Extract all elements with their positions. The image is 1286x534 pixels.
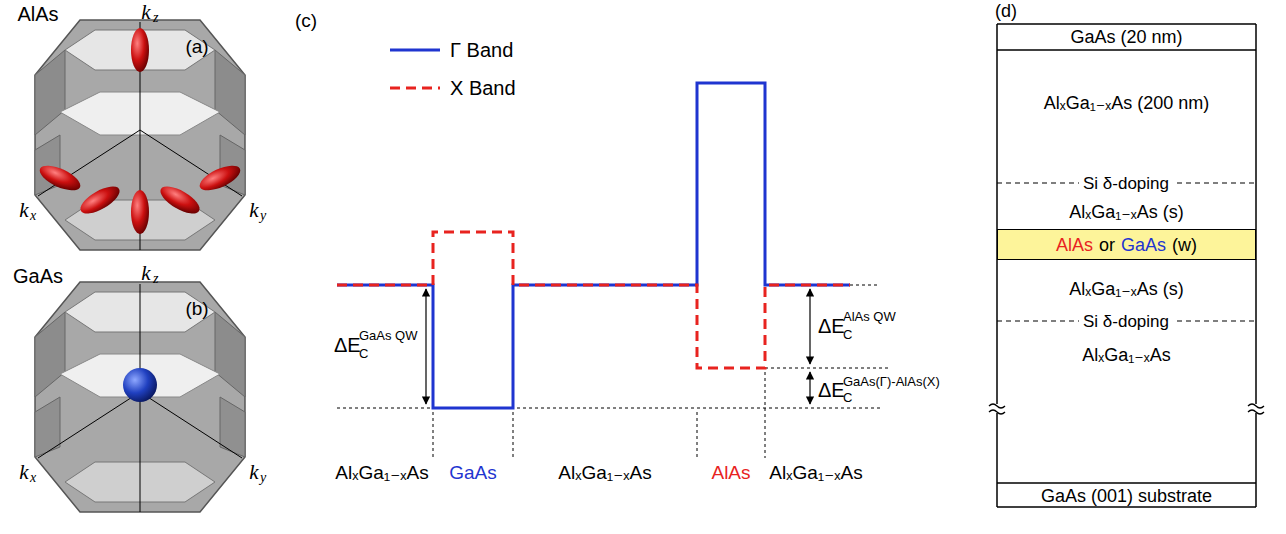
offset-symbol: ΔE [818, 380, 845, 400]
axis-symbol: k [249, 462, 258, 483]
layer-name: AlₓGa₁₋ₓAs (200 nm) [1044, 94, 1209, 112]
cap-layer: GaAs (20 nm) [997, 24, 1256, 50]
spacer-layer: AlₓGa₁₋ₓAs (s) [997, 195, 1256, 229]
layer-name: GaAs (001) substrate [1041, 487, 1212, 505]
axis-symbol: k [249, 200, 258, 221]
layer-name: AlₓGa₁₋ₓAs (s) [1069, 280, 1183, 298]
offset-subscript: C [843, 328, 852, 341]
barrier-layer: AlₓGa₁₋ₓAs (200 nm) [997, 85, 1256, 120]
offset-superscript: GaAs QW [359, 329, 418, 342]
material-name: GaAs [13, 266, 63, 286]
layer-name: GaAs [1121, 236, 1166, 254]
barrier-layer: AlₓGa₁₋ₓAs [997, 338, 1256, 372]
panel-letter: (a) [185, 37, 208, 56]
layer-name: AlₓGa₁₋ₓAs (s) [1069, 203, 1183, 221]
axis-symbol: k [19, 200, 28, 221]
well-layer: AlAsor GaAs (w) [997, 229, 1256, 260]
offset-subscript: C [359, 347, 368, 360]
material-name: AlAs [17, 4, 58, 24]
layer-label: AlₓGa₁₋ₓAs [558, 463, 651, 482]
offset-superscript: GaAs(Γ)-AlAs(X) [843, 375, 940, 388]
substrate-layer: GaAs (001) substrate [997, 484, 1256, 507]
layer-name: GaAs (20 nm) [1070, 28, 1182, 46]
offset-superscript: AlAs QW [843, 310, 896, 323]
panel-letter: (c) [295, 11, 317, 30]
offset-subscript: C [843, 391, 852, 404]
panel-letter: (b) [185, 299, 208, 318]
axis-symbol: k [141, 2, 150, 23]
axis-subscript: y [260, 209, 266, 223]
layer-label: GaAs [449, 463, 497, 482]
axis-subscript: x [30, 471, 36, 485]
offset-symbol: ΔE [818, 316, 845, 336]
legend-text: X Band [450, 78, 516, 98]
legend-text: Γ Band [450, 40, 513, 60]
panel-letter: (d) [995, 2, 1017, 20]
axis-subscript: z [153, 272, 158, 286]
layer-name: AlₓGa₁₋ₓAs [1082, 346, 1170, 364]
layer-label: AlₓGa₁₋ₓAs [769, 463, 862, 482]
doping-label: Si δ-doping [1079, 174, 1173, 193]
axis-subscript: z [153, 11, 158, 25]
axis-subscript: x [30, 209, 36, 223]
offset-symbol: ΔE [334, 335, 361, 355]
axis-symbol: k [19, 462, 28, 483]
layer-name: AlAs [1056, 236, 1093, 254]
doping-label: Si δ-doping [1079, 312, 1173, 331]
axis-subscript: y [260, 471, 266, 485]
axis-symbol: k [141, 263, 150, 284]
layer-label: AlₓGa₁₋ₓAs [335, 463, 428, 482]
layer-name: (w) [1172, 236, 1197, 254]
spacer-layer: AlₓGa₁₋ₓAs (s) [997, 272, 1256, 306]
layer-label: AlAs [711, 463, 750, 482]
layer-name: or [1099, 236, 1115, 254]
